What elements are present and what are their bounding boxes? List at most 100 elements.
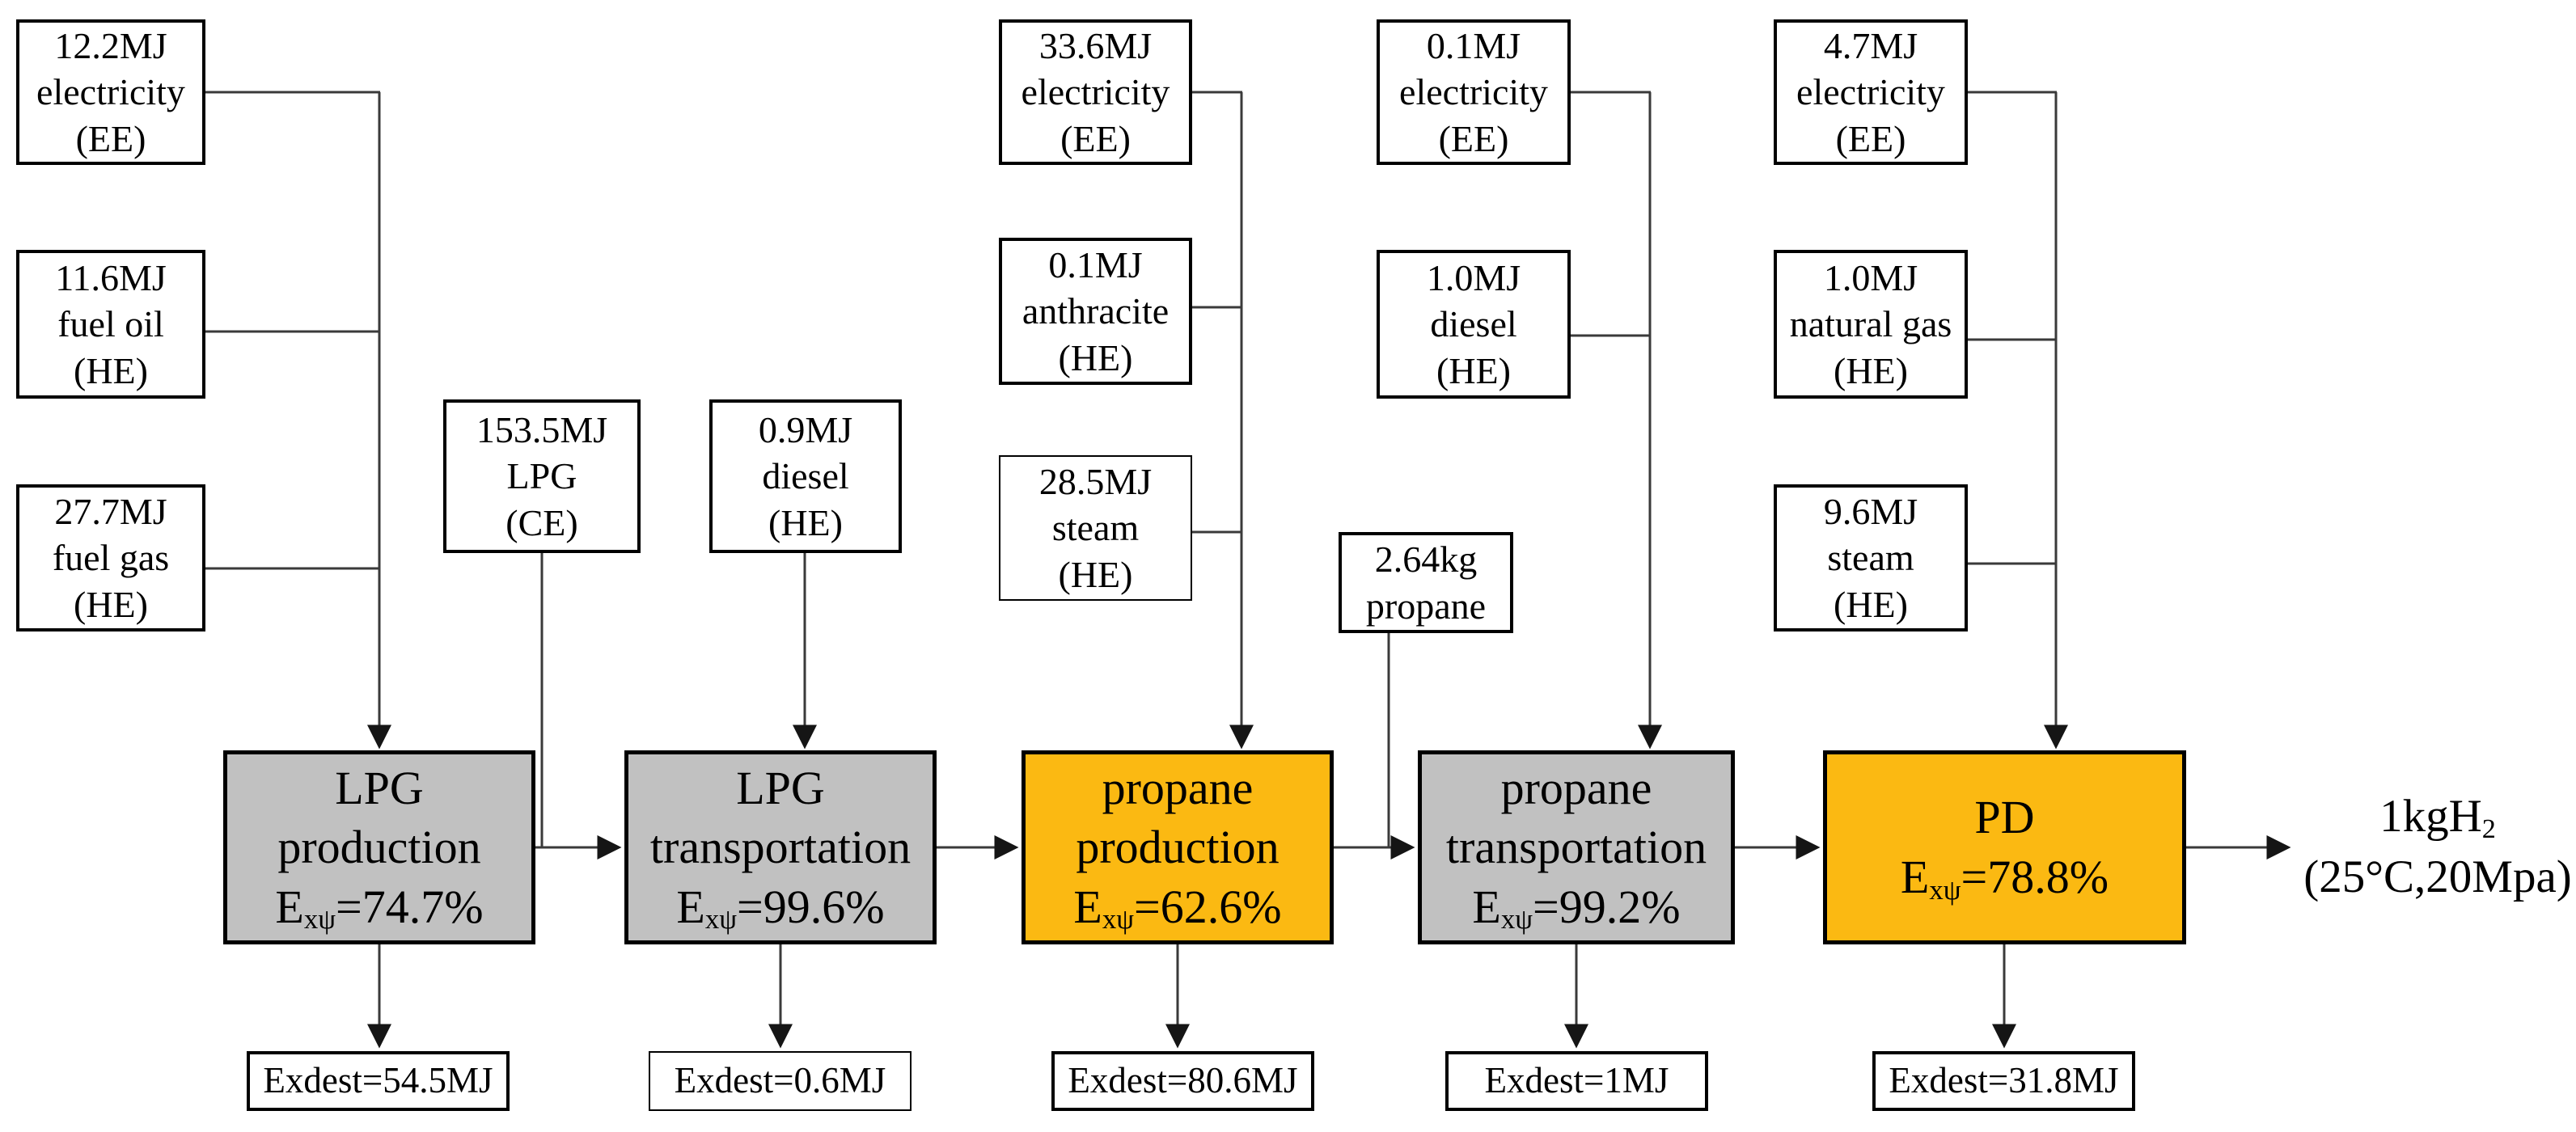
input-box-fuel-gas: 27.7MJ fuel gas (HE) — [16, 484, 205, 631]
input-amount: 33.6MJ — [1038, 25, 1153, 67]
input-amount: 11.6MJ — [55, 257, 167, 299]
input-box-electricity-pd: 4.7MJ electricity (EE) — [1774, 19, 1968, 165]
eff-value: =99.6% — [737, 880, 885, 933]
input-material: steam — [1051, 507, 1140, 549]
input-box-propane-feed: 2.64kg propane — [1339, 532, 1513, 633]
input-amount: 28.5MJ — [1038, 461, 1153, 503]
input-box-electricity-propane-transportation: 0.1MJ electricity (EE) — [1377, 19, 1571, 165]
process-name-line: PD — [1974, 791, 2035, 844]
input-box-electricity-propane-production: 33.6MJ electricity (EE) — [999, 19, 1192, 165]
process-box-lpg-transportation: LPG transportation Exψ=99.6% — [624, 750, 937, 944]
eff-subscript: xψ — [303, 903, 336, 936]
process-box-lpg-production: LPG production Exψ=74.7% — [223, 750, 535, 944]
input-amount: 2.64kg — [1374, 539, 1478, 581]
eff-subscript: xψ — [1929, 873, 1961, 906]
exdest-box-lpg-transportation: Exdest=0.6MJ — [649, 1051, 912, 1111]
output-amount-subscript: 2 — [2481, 813, 2496, 844]
input-energy-type: (CE) — [505, 501, 578, 543]
input-box-lpg-ce: 153.5MJ LPG (CE) — [443, 399, 641, 553]
input-energy-type: (HE) — [1834, 349, 1908, 391]
input-box-natural-gas: 1.0MJ natural gas (HE) — [1774, 250, 1968, 399]
input-material: anthracite — [1022, 290, 1170, 332]
exdest-box-lpg-production: Exdest=54.5MJ — [247, 1051, 510, 1111]
input-amount: 0.1MJ — [1426, 25, 1521, 67]
eff-subscript: xψ — [1500, 903, 1533, 936]
eff-prefix: E — [1073, 880, 1102, 933]
input-box-electricity-lpg-production: 12.2MJ electricity (EE) — [16, 19, 205, 165]
exdest-value: Exdest=1MJ — [1484, 1060, 1669, 1101]
exergy-efficiency: Exψ=78.8% — [1901, 847, 2109, 907]
input-energy-type: (EE) — [1438, 117, 1509, 159]
input-amount: 0.1MJ — [1048, 244, 1143, 286]
output-label-hydrogen: 1kgH2 (25°C,20Mpa) — [2299, 786, 2576, 907]
exdest-value: Exdest=0.6MJ — [674, 1060, 886, 1101]
exdest-value: Exdest=80.6MJ — [1068, 1060, 1298, 1101]
eff-subscript: xψ — [704, 903, 738, 936]
input-energy-type: (HE) — [768, 501, 843, 543]
eff-prefix: E — [676, 880, 705, 933]
input-material: fuel oil — [57, 303, 164, 345]
input-material: electricity — [1021, 71, 1170, 113]
input-energy-type: (EE) — [1835, 117, 1906, 159]
input-material: diesel — [762, 455, 849, 497]
input-material: LPG — [506, 455, 577, 497]
input-amount: 4.7MJ — [1823, 25, 1918, 67]
exdest-box-propane-transportation: Exdest=1MJ — [1445, 1051, 1708, 1111]
input-energy-type: (HE) — [74, 583, 148, 625]
input-box-steam-pd: 9.6MJ steam (HE) — [1774, 484, 1968, 631]
input-energy-type: (HE) — [74, 349, 148, 391]
process-name-line: propane — [1500, 761, 1652, 814]
input-amount: 0.9MJ — [758, 409, 853, 451]
input-material: electricity — [1796, 71, 1945, 113]
input-amount: 9.6MJ — [1823, 491, 1918, 533]
exdest-value: Exdest=54.5MJ — [263, 1060, 493, 1101]
process-box-propane-transportation: propane transportation Exψ=99.2% — [1418, 750, 1735, 944]
output-amount-main: 1kgH — [2379, 791, 2482, 842]
input-energy-type: (HE) — [1834, 583, 1908, 625]
input-energy-type: (EE) — [75, 117, 146, 159]
input-amount: 1.0MJ — [1426, 257, 1521, 299]
input-amount: 27.7MJ — [54, 491, 167, 533]
process-name-line: production — [1076, 821, 1280, 874]
eff-prefix: E — [1900, 851, 1930, 903]
input-energy-type: (EE) — [1060, 117, 1131, 159]
process-name-line: LPG — [335, 761, 424, 814]
exergy-efficiency: Exψ=74.7% — [275, 877, 483, 937]
process-box-propane-production: propane production Exψ=62.6% — [1022, 750, 1334, 944]
input-amount: 1.0MJ — [1823, 257, 1918, 299]
output-conditions: (25°C,20Mpa) — [2303, 851, 2572, 903]
input-amount: 153.5MJ — [476, 409, 608, 451]
eff-prefix: E — [1472, 880, 1501, 933]
process-name-line: transportation — [1445, 821, 1707, 874]
input-material: electricity — [1399, 71, 1548, 113]
input-material: steam — [1827, 537, 1914, 579]
input-material: fuel gas — [52, 537, 170, 579]
exergy-efficiency: Exψ=99.2% — [1472, 877, 1680, 937]
eff-value: =62.6% — [1134, 880, 1282, 933]
eff-value: =74.7% — [336, 880, 484, 933]
input-material: natural gas — [1789, 303, 1952, 345]
input-energy-type: (HE) — [1058, 336, 1133, 378]
input-material: diesel — [1430, 303, 1517, 345]
eff-value: =78.8% — [1961, 851, 2109, 903]
input-energy-type: (HE) — [1058, 553, 1133, 595]
process-name-line: LPG — [736, 761, 825, 814]
eff-value: =99.2% — [1533, 880, 1681, 933]
input-material: propane — [1365, 585, 1487, 627]
process-box-pd: PD Exψ=78.8% — [1823, 750, 2186, 944]
eff-subscript: xψ — [1102, 903, 1135, 936]
exergy-efficiency: Exψ=62.6% — [1073, 877, 1281, 937]
input-box-anthracite: 0.1MJ anthracite (HE) — [999, 238, 1192, 385]
process-name-line: production — [277, 821, 481, 874]
exdest-box-propane-production: Exdest=80.6MJ — [1051, 1051, 1314, 1111]
exergy-efficiency: Exψ=99.6% — [676, 877, 884, 937]
input-material: electricity — [36, 71, 185, 113]
input-amount: 12.2MJ — [54, 25, 167, 67]
input-box-diesel-lpg-transportation: 0.9MJ diesel (HE) — [709, 399, 902, 553]
input-energy-type: (HE) — [1436, 349, 1511, 391]
process-name-line: transportation — [649, 821, 912, 874]
output-amount: 1kgH2 — [2299, 786, 2576, 847]
eff-prefix: E — [275, 880, 304, 933]
process-name-line: propane — [1102, 761, 1254, 814]
